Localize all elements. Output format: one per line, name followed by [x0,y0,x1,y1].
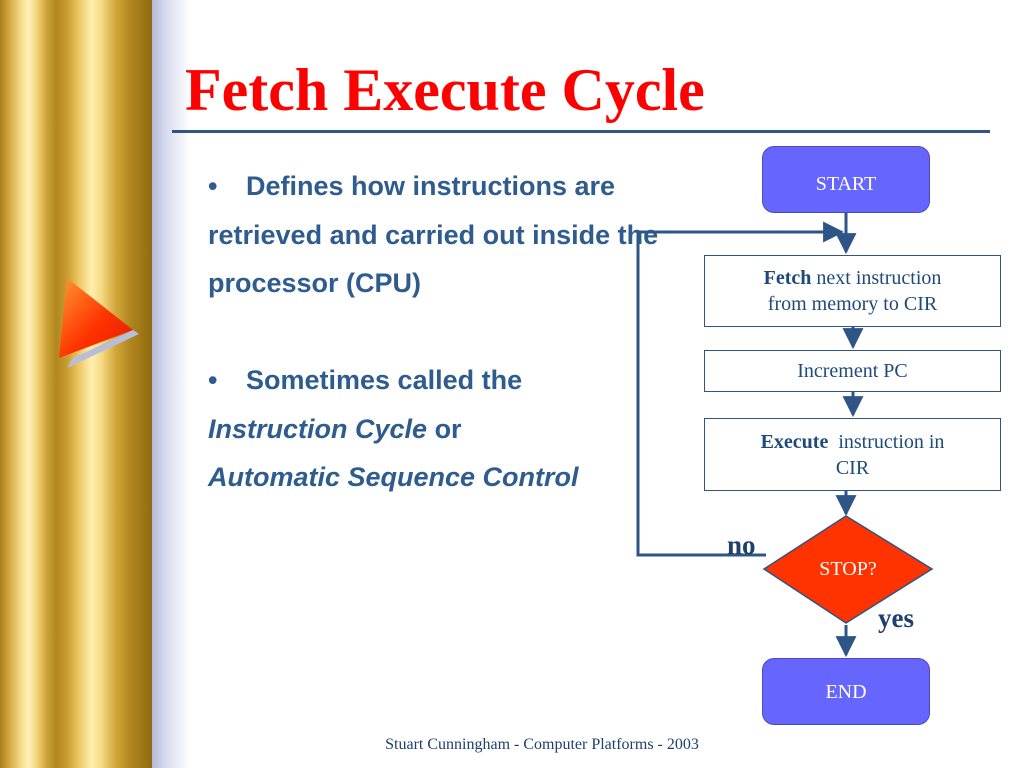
execute-node: Execute instruction in CIR [704,418,1001,491]
fetch-keyword: Fetch [763,267,812,289]
title-underline [172,130,990,133]
yes-branch-label: yes [878,603,914,633]
slide-title: Fetch Execute Cycle [185,57,705,123]
decision-diamond [762,515,934,624]
slide-footer: Stuart Cunningham - Computer Platforms -… [385,736,699,753]
execute-line-1: Execute instruction in [761,429,945,455]
decorative-triangle-icon [59,278,139,368]
bullet-dot-icon: • [208,171,218,201]
term-instruction-cycle: Instruction Cycle [208,413,428,444]
fetch-line-2: from memory to CIR [767,293,938,315]
decision-label: STOP? [819,557,877,580]
fetch-text: next instruction [816,267,942,289]
bullet-list: •Defines how instructions are retrieved … [208,162,668,502]
no-branch-label: no [727,530,756,560]
decorative-blue-bar [152,0,190,768]
start-node: START [762,146,930,213]
bullet-text: Sometimes called the [246,365,523,395]
fetch-node: Fetch next instruction from memory to CI… [704,255,1001,327]
bullet-connector-word: or [434,413,462,444]
execute-text: instruction in [838,430,945,453]
execute-keyword: Execute [760,430,829,453]
increment-pc-node: Increment PC [704,350,1001,392]
bullet-item-definition: •Defines how instructions are retrieved … [208,162,668,308]
end-node: END [762,658,930,725]
bullet-text: Defines how instructions are retrieved a… [208,171,659,298]
fetch-line-1: Fetch next instruction [764,265,942,291]
bullet-dot-icon: • [208,365,218,395]
execute-line-2: CIR [835,456,870,479]
arrow-loop-no [636,221,845,557]
term-automatic-sequence-control: Automatic Sequence Control [208,462,579,492]
decorative-gold-bar [0,0,152,768]
